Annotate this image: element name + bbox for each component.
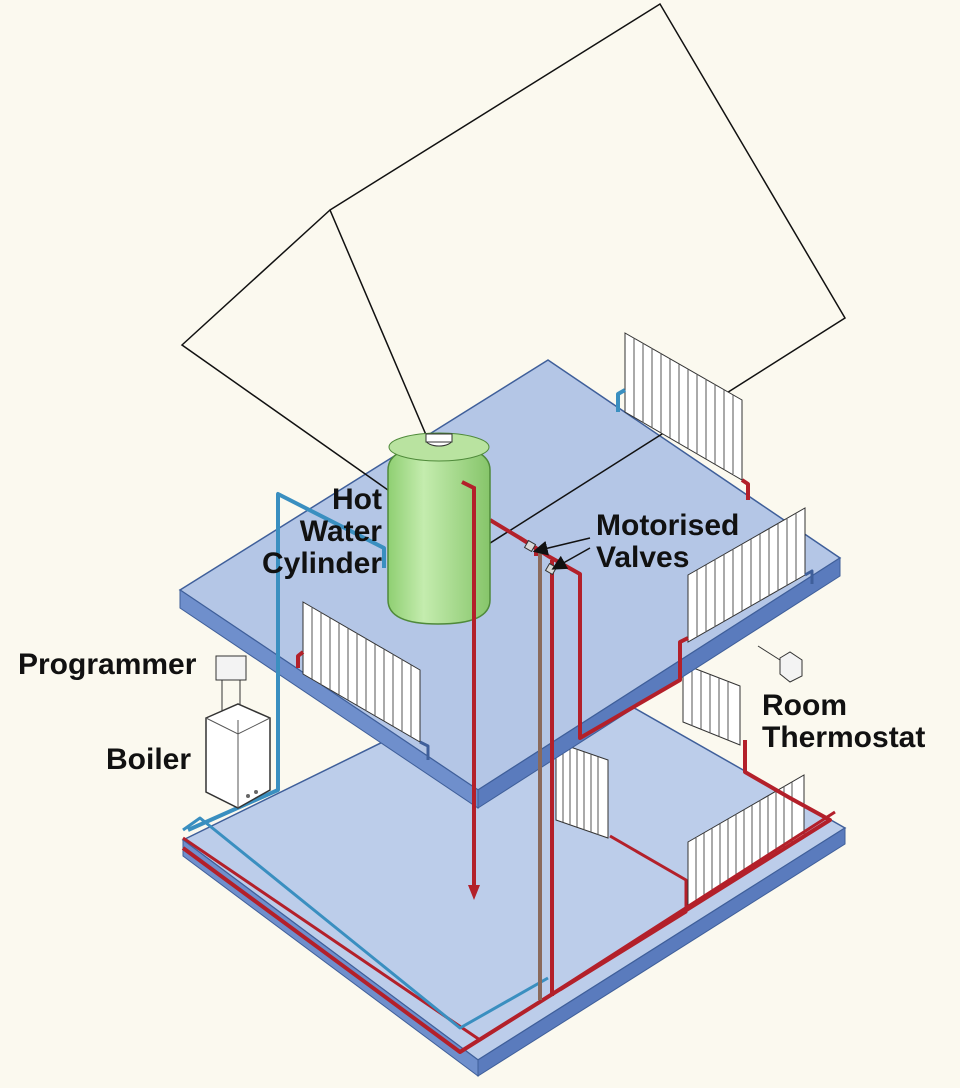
room-thermostat-label: Room Thermostat	[762, 689, 926, 754]
upper-left-radiator-feed	[296, 650, 305, 668]
ground-floor-edge-right	[477, 827, 846, 1077]
radiator-ground-back	[682, 663, 741, 746]
ground-return-pipe	[182, 810, 836, 1042]
boiler-label: Boiler	[106, 743, 192, 776]
radiator-ground-middle	[555, 741, 609, 839]
upper-right-radiator-return	[804, 569, 814, 584]
radiator-upper-right	[687, 507, 806, 643]
ground-cold-pipe	[182, 816, 549, 1030]
upper-back-radiator-return	[740, 478, 750, 500]
upper-back-cold-stub	[616, 388, 626, 412]
ground-floor-pipes	[181, 740, 836, 1054]
upper-floor-pipes	[187, 388, 814, 832]
hot-water-cylinder	[387, 432, 491, 625]
upper-right-flow-pipe	[518, 536, 689, 740]
valves-leader-2	[551, 547, 591, 570]
cold-feed-pipe	[187, 492, 386, 832]
upper-left-radiator-return	[419, 740, 430, 760]
ground-flow-pipe	[181, 740, 832, 1054]
cylinder-outlet-pipe	[461, 480, 476, 890]
motorised-valves-label: Motorised Valves	[596, 509, 740, 574]
programmer-label: Programmer	[18, 648, 197, 681]
upper-floor-edge-right	[477, 557, 841, 809]
room-thermostat-unit	[757, 645, 803, 683]
hot-water-cylinder-label: Hot Water Cylinder	[261, 483, 382, 580]
radiator-ground-front	[687, 774, 805, 907]
ground-floor-radiators	[555, 663, 805, 907]
radiator-upper-back	[624, 332, 743, 481]
upper-floor-radiators	[302, 332, 806, 743]
valves-leader-1	[532, 537, 591, 556]
cylinder-outlet-arrow-head	[468, 885, 480, 900]
boiler-unit	[205, 703, 271, 809]
programmer-unit	[215, 655, 247, 716]
ground-feed-pipe	[559, 834, 688, 992]
